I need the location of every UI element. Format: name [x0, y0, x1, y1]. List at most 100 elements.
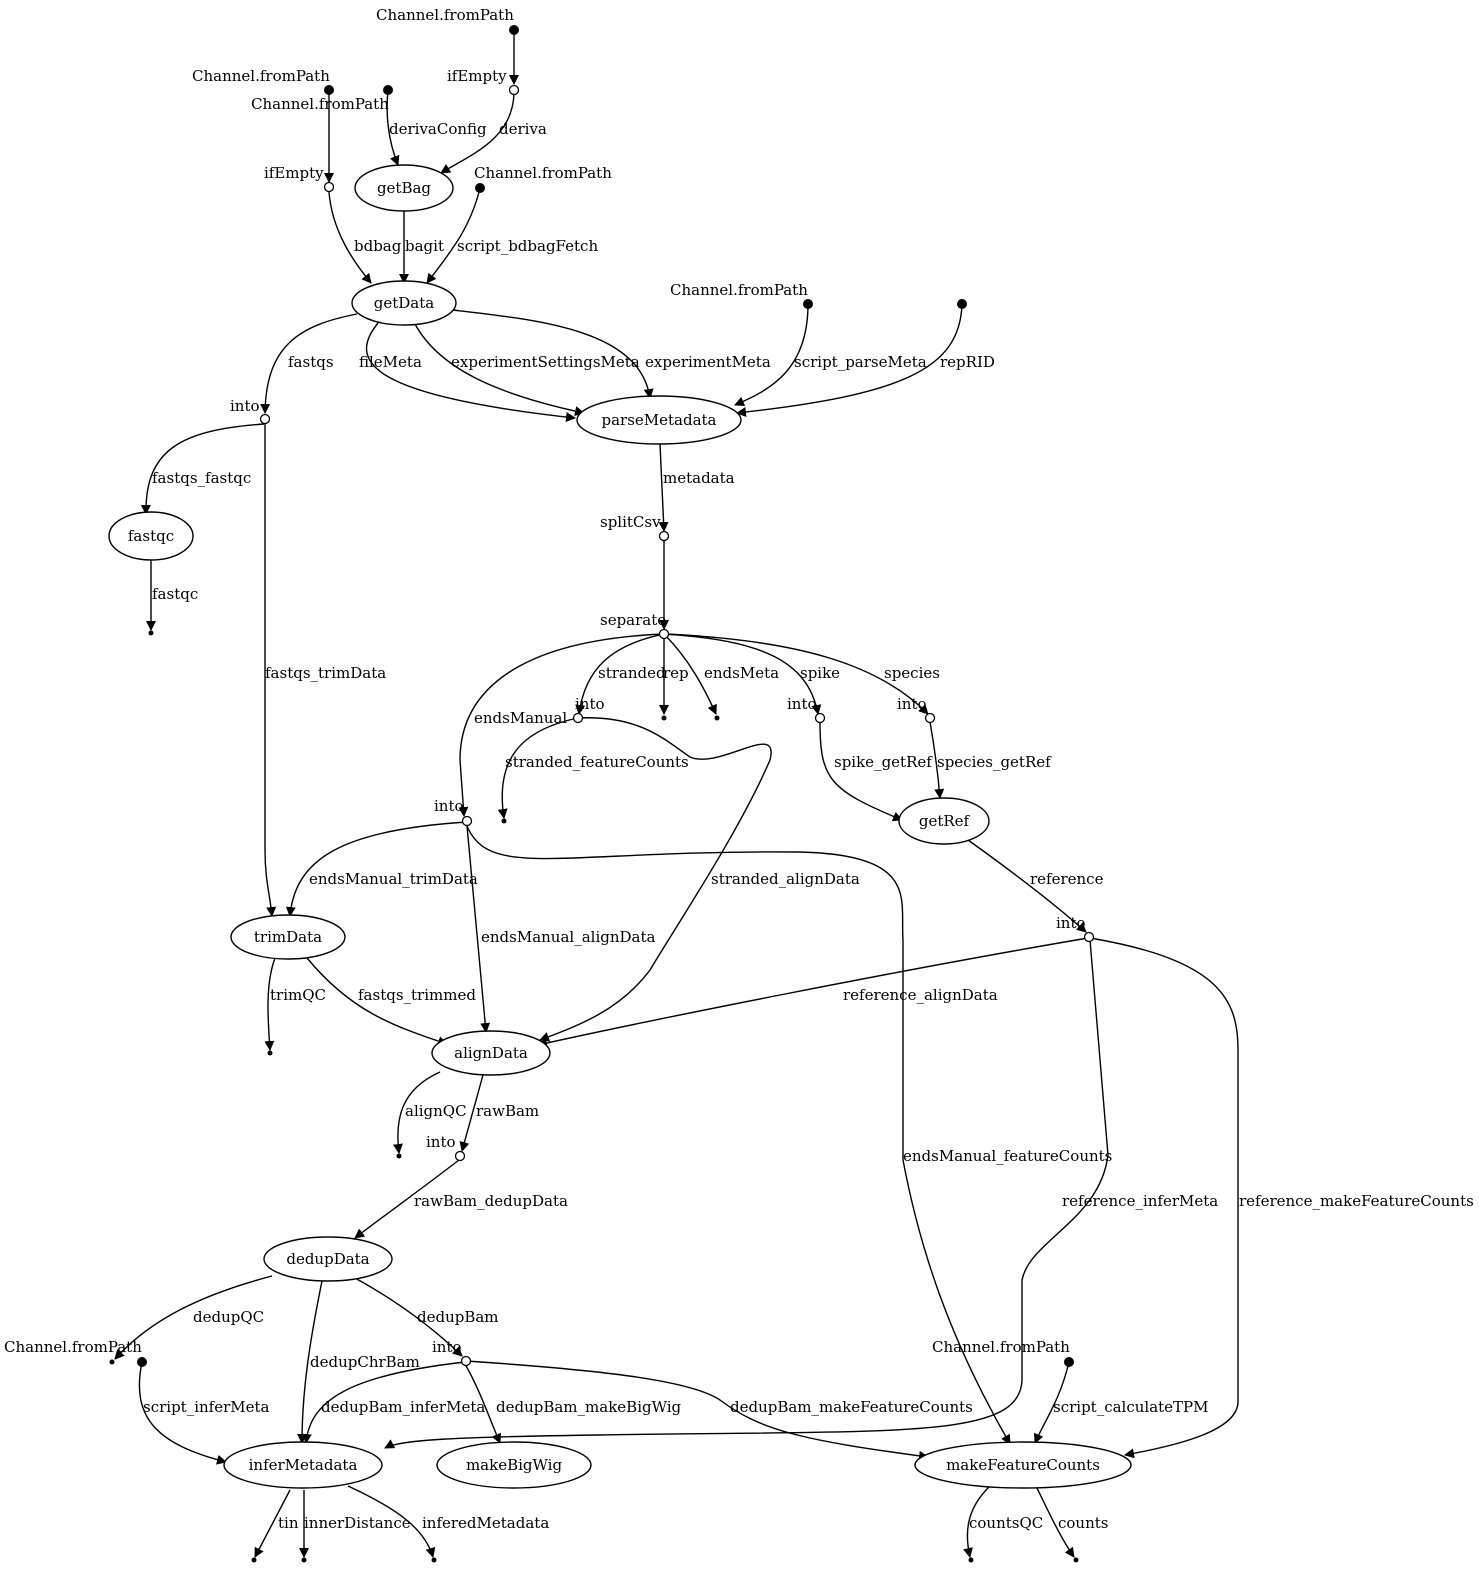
edge-metadata: [658, 443, 669, 532]
process-label: getRef: [919, 812, 971, 830]
edge-label: experimentSettingsMeta: [451, 353, 640, 371]
operator-into: [454, 1150, 466, 1162]
edge-label: fastqs_trimmed: [358, 986, 476, 1004]
edge-label: repRID: [940, 353, 995, 371]
edge-spike: [663, 633, 822, 715]
edge-label: endsManual: [474, 709, 567, 727]
edge-reference-alignData: [537, 937, 1089, 1048]
edge-label: script_calculateTPM: [1053, 1398, 1209, 1416]
edge-label: fastqs_trimData: [265, 664, 386, 682]
edge-derivaConfig: [386, 89, 400, 166]
operator-into: [259, 413, 271, 425]
edge-script-bdbagFetch: [426, 187, 481, 284]
sink-dot: [267, 1050, 273, 1056]
process-node-getData: getData: [351, 280, 457, 326]
sink-dot: [1073, 1557, 1079, 1563]
edge-label: countsQC: [969, 1514, 1043, 1532]
edge-dedupChrBam: [297, 1280, 323, 1444]
source-dot: [137, 1357, 147, 1367]
edge-endsManual-trimData: [285, 821, 468, 917]
edge-label: endsManual_alignData: [481, 928, 655, 946]
edge-label: stranded: [598, 664, 666, 682]
edge-label: species: [884, 664, 940, 682]
edge-label: endsMeta: [704, 664, 779, 682]
operator-into: [1083, 931, 1095, 943]
operator-label-into: into: [897, 695, 927, 713]
operator-label-into: into: [1056, 914, 1086, 932]
sink-dot: [661, 715, 667, 721]
edge-label: metadata: [663, 469, 735, 487]
edge-label: deriva: [499, 120, 547, 138]
edge-reference: [967, 839, 1087, 933]
edge-label: dedupBam_inferMeta: [321, 1398, 485, 1416]
edge-dedupBam-makeBigWig: [464, 1363, 501, 1444]
operator-label-separate: separate: [600, 611, 666, 629]
edge-label: endsManual_trimData: [309, 870, 478, 888]
operator-label-fromPath: Channel.fromPath: [251, 95, 389, 113]
process-node-trimData: trimData: [230, 914, 346, 960]
edge-label: reference_inferMeta: [1062, 1192, 1218, 1210]
process-node-dedupData: dedupData: [263, 1236, 393, 1282]
process-label: alignData: [454, 1044, 528, 1062]
edge-label: dedupBam_makeBigWig: [496, 1398, 682, 1416]
sink-dot: [501, 818, 507, 824]
edge-label: bdbag: [354, 237, 402, 255]
edge-label: script_inferMeta: [143, 1398, 270, 1416]
sink-dot: [148, 630, 154, 636]
operator-into: [924, 712, 936, 724]
source-dot: [383, 85, 393, 95]
edge-label: dedupBam: [417, 1308, 499, 1326]
edge-label: dedupChrBam: [310, 1353, 420, 1371]
edge-dedupBam-makeFeatureCounts: [465, 1360, 929, 1461]
edge-stranded-alignData: [539, 717, 772, 1042]
edge-repRID: [736, 303, 963, 417]
edge-endsManual-alignData: [466, 825, 491, 1033]
edge-label: script_bdbagFetch: [457, 237, 598, 255]
edge-species: [663, 633, 929, 715]
operator-label-ifEmpty: ifEmpty: [447, 67, 507, 85]
edge-fileMeta: [365, 322, 576, 422]
sink-dot: [251, 1557, 257, 1563]
edge-deriva: [440, 93, 515, 174]
operator-label-fromPath: Channel.fromPath: [670, 281, 808, 299]
operator-label-into: into: [787, 695, 817, 713]
sink-dot: [714, 715, 720, 721]
edge-label: inferedMetadata: [422, 1514, 549, 1532]
edge-label: derivaConfig: [389, 120, 487, 138]
operator-splitCsv: [658, 530, 670, 542]
edge-label: dedupBam_makeFeatureCounts: [730, 1398, 973, 1416]
operator-into: [572, 712, 584, 724]
edge-stranded: [575, 633, 665, 715]
edge-fastqs: [260, 313, 358, 414]
edge-label: spike_getRef: [834, 753, 933, 771]
edge-script-calculateTPM: [1034, 1361, 1070, 1444]
edge-dedupQC: [114, 1275, 273, 1360]
operator-into: [460, 1355, 472, 1367]
operator-label-ifEmpty: ifEmpty: [264, 164, 324, 182]
operator-label-into: into: [230, 397, 260, 415]
edge-fastqs-trimmed: [306, 957, 448, 1046]
edge-alignQC: [392, 1071, 441, 1154]
edge-endsManual: [458, 633, 665, 817]
edge-label: tin: [278, 1514, 299, 1532]
edge-label: endsManual_featureCounts: [903, 1147, 1112, 1165]
edge-stranded-featureCounts: [497, 717, 579, 819]
source-dot: [324, 85, 334, 95]
sink-dot: [968, 1557, 974, 1563]
operator-label-into: into: [432, 1338, 462, 1356]
edge-reference-inferMeta: [384, 939, 1109, 1449]
edge-label: experimentMeta: [645, 353, 771, 371]
edge-label: reference_makeFeatureCounts: [1239, 1192, 1474, 1210]
edge-dedupBam: [354, 1277, 463, 1357]
edge-label: alignQC: [405, 1102, 467, 1120]
edge-label: trimQC: [270, 986, 326, 1004]
edge-fastqs-fastqc: [140, 423, 265, 515]
process-node-inferMetadata: inferMetadata: [223, 1441, 383, 1489]
edge-label: reference: [1030, 870, 1104, 888]
edge-label: fastqs_fastqc: [152, 469, 251, 487]
edge-label: innerDistance: [304, 1514, 411, 1532]
edge-endsManual-featureCounts: [466, 825, 1011, 1445]
operator-label-into: into: [575, 695, 605, 713]
edge-countsQC: [963, 1485, 991, 1558]
